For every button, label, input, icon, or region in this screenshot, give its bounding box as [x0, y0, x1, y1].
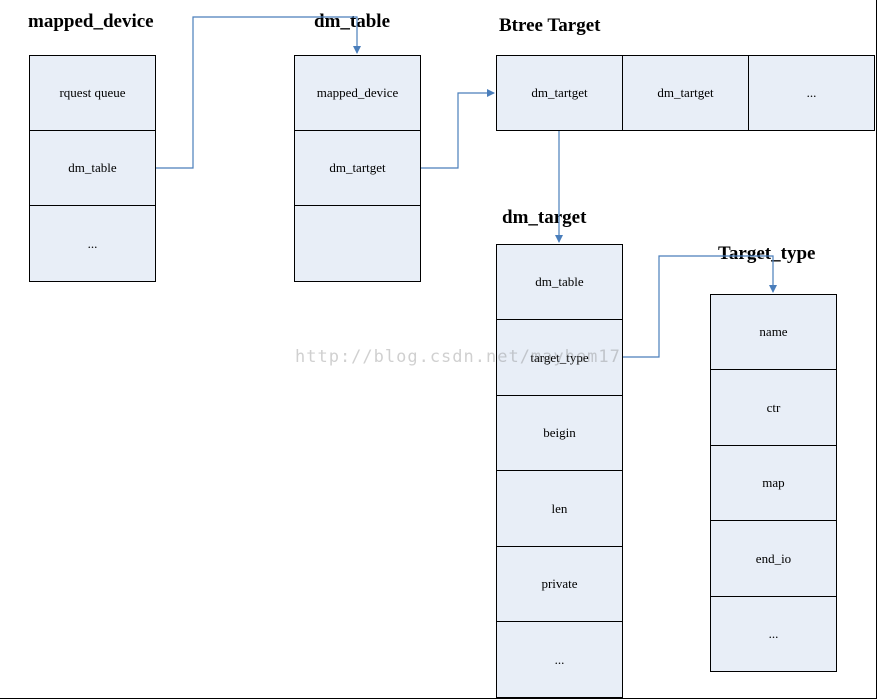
btree-cell-dm-target-1: dm_tartget — [496, 55, 623, 131]
btree-cell-dm-target-2: dm_tartget — [622, 55, 749, 131]
dm-target-field-more: ... — [496, 621, 623, 698]
btree-cell-more: ... — [748, 55, 875, 131]
title-target-type: Target_type — [718, 243, 816, 264]
dm-target-field-target-type: target_type — [496, 319, 623, 396]
arrow-dm-table-to-btree — [421, 89, 495, 169]
title-dm-target: dm_target — [502, 207, 587, 228]
mapped-device-field-more: ... — [29, 205, 156, 282]
arrow-mapped-device-to-dm-table — [156, 16, 361, 169]
dm-target-field-dm-table: dm_table — [496, 244, 623, 320]
title-dm-table: dm_table — [314, 11, 390, 32]
dm-table-field-mapped-device: mapped_device — [294, 55, 421, 131]
dm-target-field-len: len — [496, 470, 623, 547]
watermark-url: http://blog.csdn.net/mayhem17 — [295, 347, 621, 367]
dm-target-field-private: private — [496, 546, 623, 622]
target-type-field-name: name — [710, 294, 837, 370]
title-btree-target: Btree Target — [499, 15, 601, 36]
arrow-dm-target-to-target-type — [623, 255, 777, 358]
title-mapped-device: mapped_device — [28, 11, 154, 32]
target-type-field-map: map — [710, 445, 837, 521]
mapped-device-field-dm-table: dm_table — [29, 130, 156, 206]
target-type-field-more: ... — [710, 596, 837, 672]
mapped-device-field-request-queue: rquest queue — [29, 55, 156, 131]
dm-table-field-empty — [294, 205, 421, 282]
dm-table-field-dm-target: dm_tartget — [294, 130, 421, 206]
target-type-field-end-io: end_io — [710, 520, 837, 597]
